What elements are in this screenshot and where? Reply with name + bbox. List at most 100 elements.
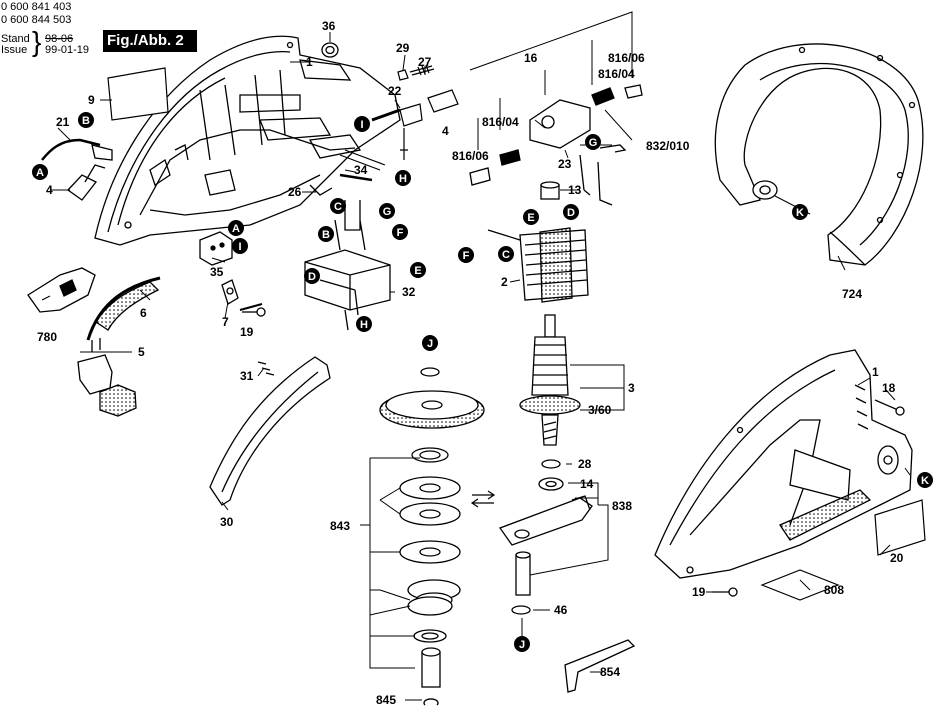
svg-text:J: J — [519, 639, 525, 651]
callout-724: 724 — [842, 287, 862, 301]
callout-808: 808 — [824, 583, 844, 597]
stand-label: Stand — [1, 33, 30, 45]
callout-838: 838 — [612, 499, 632, 513]
callout-5: 5 — [138, 345, 145, 359]
callout-3-60: 3/60 — [588, 403, 612, 417]
marker-g-mid: G — [379, 203, 395, 219]
guard-bar-30 — [209, 356, 331, 506]
svg-text:I: I — [360, 119, 363, 131]
svg-text:G: G — [383, 206, 392, 218]
marker-g-right: G — [585, 134, 601, 150]
bearing-13 — [540, 181, 560, 200]
callout-34: 34 — [354, 163, 368, 177]
callout-816-06-top: 816/06 — [608, 51, 645, 65]
label-sheet-20 — [874, 499, 926, 556]
callout-28: 28 — [578, 457, 592, 471]
marker-b-left: B — [78, 112, 94, 128]
callout-32: 32 — [402, 285, 416, 299]
svg-text:J: J — [427, 338, 433, 350]
marker-h-top: H — [395, 170, 411, 186]
marker-i-top: I — [354, 116, 370, 132]
switch-block-32 — [304, 200, 391, 331]
marker-d-center: D — [563, 204, 579, 220]
callout-7: 7 — [222, 315, 229, 329]
label-sheet-9 — [107, 67, 169, 121]
marker-k-handle: K — [792, 204, 808, 220]
callout-31: 31 — [240, 369, 254, 383]
svg-text:E: E — [414, 265, 421, 277]
callout-16: 16 — [524, 51, 538, 65]
washer-28 — [541, 459, 561, 469]
marker-c-center: C — [498, 246, 514, 262]
marker-a-mid: A — [228, 220, 244, 236]
svg-text:C: C — [334, 201, 342, 213]
callout-46: 46 — [554, 603, 568, 617]
svg-text:H: H — [399, 173, 407, 185]
bracket-26 — [309, 173, 373, 196]
callout-843: 843 — [330, 519, 350, 533]
callout-23: 23 — [558, 157, 572, 171]
leader-lines — [41, 11, 911, 701]
callout-30: 30 — [220, 515, 234, 529]
marker-f-center: F — [458, 247, 474, 263]
handle-724 — [714, 43, 924, 266]
svg-text:D: D — [567, 207, 575, 219]
screws — [242, 307, 905, 597]
callout-36: 36 — [322, 19, 336, 33]
part-number-2: 0 600 844 503 — [1, 14, 72, 26]
exchange-arrows-icon — [470, 490, 496, 508]
housing-right-half — [654, 349, 913, 579]
housing-left-half — [94, 35, 401, 246]
marker-j-top: J — [422, 335, 438, 351]
cord-parts-21 — [41, 138, 113, 201]
svg-text:B: B — [82, 115, 90, 127]
brace-icon: } — [32, 26, 42, 57]
brush-holder-group — [469, 84, 643, 206]
callout-4-top: 4 — [442, 124, 449, 138]
issue-date: 99-01-19 — [45, 44, 90, 56]
svg-text:G: G — [589, 137, 598, 149]
part-number-1: 0 600 841 403 — [1, 1, 72, 13]
marker-d-mid: D — [304, 268, 320, 284]
callout-1-top: 1 — [306, 55, 313, 69]
callout-29: 29 — [396, 41, 410, 55]
marker-f-mid: F — [392, 224, 408, 240]
switch-small-35 — [199, 231, 263, 311]
callout-22: 22 — [388, 84, 402, 98]
marker-b-mid: B — [318, 226, 334, 242]
svg-text:H: H — [360, 319, 368, 331]
marker-e-center: E — [523, 209, 539, 225]
callout-6: 6 — [140, 306, 147, 320]
marker-a-left: A — [32, 164, 48, 180]
marker-i-mid: I — [232, 238, 248, 254]
callout-854: 854 — [600, 665, 620, 679]
callout-4-left: 4 — [46, 183, 53, 197]
callout-13: 13 — [568, 183, 582, 197]
callout-18: 18 — [882, 381, 896, 395]
callout-832-010: 832/010 — [646, 139, 690, 153]
callout-816-04-left: 816/04 — [482, 115, 519, 129]
cord-plug-group — [27, 267, 161, 417]
bearing-14 — [538, 477, 564, 491]
callout-19-right: 19 — [692, 585, 706, 599]
svg-text:K: K — [796, 207, 804, 219]
marker-h-mid: H — [356, 316, 372, 332]
svg-text:F: F — [397, 227, 404, 239]
svg-text:F: F — [463, 250, 470, 262]
callout-9: 9 — [88, 93, 95, 107]
armature-3 — [519, 314, 581, 446]
svg-text:E: E — [527, 212, 534, 224]
field-coil-2 — [487, 227, 589, 303]
hex-key-854 — [564, 639, 636, 693]
callout-845: 845 — [376, 693, 396, 707]
svg-text:I: I — [238, 241, 241, 253]
callout-780: 780 — [37, 330, 57, 344]
figure-label: Fig./Abb. 2 — [103, 30, 197, 52]
svg-text:A: A — [232, 223, 240, 235]
callout-14: 14 — [580, 477, 594, 491]
callout-3: 3 — [628, 381, 635, 395]
callout-21: 21 — [56, 115, 70, 129]
svg-text:A: A — [36, 167, 44, 179]
callout-816-06-left: 816/06 — [452, 149, 489, 163]
